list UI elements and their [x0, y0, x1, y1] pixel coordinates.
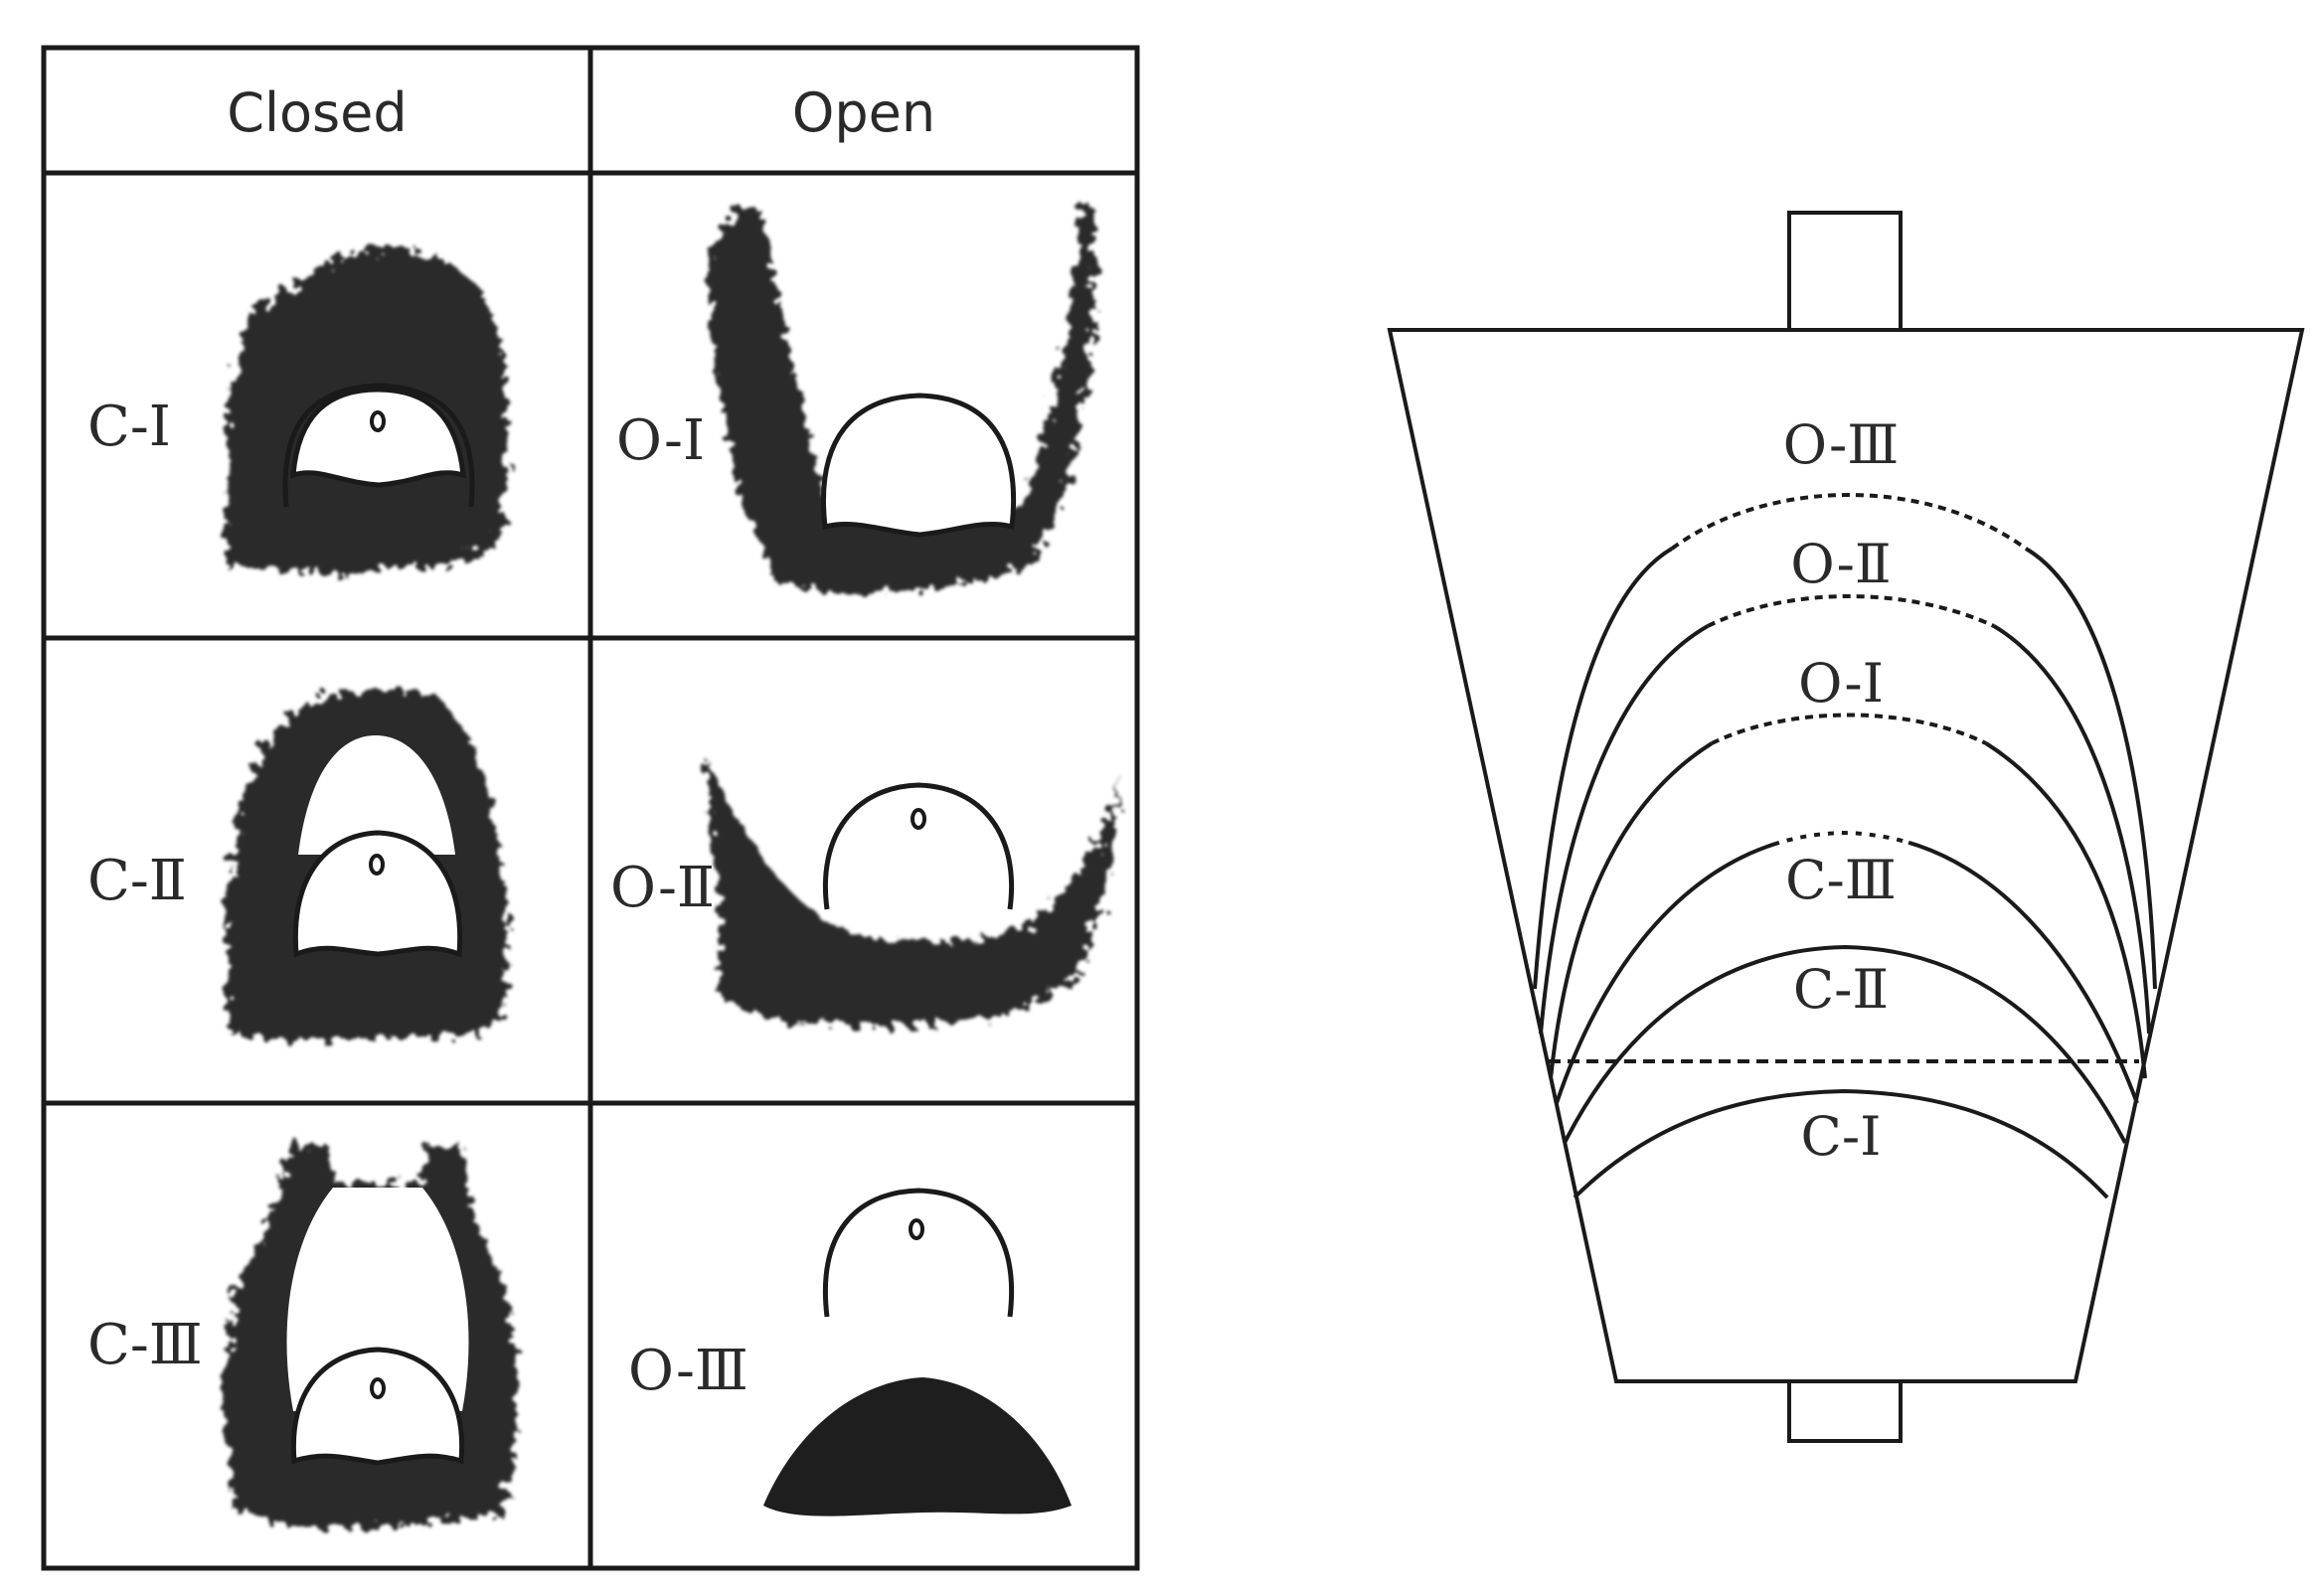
curve-label-c2: C-Ⅱ: [1793, 958, 1889, 1021]
header-closed: Closed: [227, 81, 407, 144]
curve-label-c3: C-Ⅲ: [1785, 849, 1897, 911]
closed-3-label: C-Ⅲ: [87, 1313, 203, 1377]
closed-3-dot: [370, 1377, 386, 1399]
curve-label-o3: O-Ⅲ: [1783, 413, 1900, 476]
cell-open-2: O-Ⅱ: [610, 757, 1121, 1026]
tapered-diagram: [1387, 211, 2305, 1443]
closed-3-opening: [286, 1188, 469, 1411]
curve-label-o1: O-Ⅰ: [1798, 652, 1884, 715]
open-3-label: O-Ⅲ: [628, 1339, 748, 1403]
comparison-table: [41, 45, 1140, 1571]
open-2-dot: [911, 808, 926, 830]
open-1-opening: [821, 393, 1016, 538]
curve-c2: [1563, 944, 2127, 1144]
cell-open-3: O-Ⅲ: [628, 1188, 1072, 1516]
curve-o1-left: [1549, 741, 1714, 1079]
closed-1-arch: [282, 383, 475, 508]
cell-open-1: O-Ⅰ: [616, 204, 1095, 594]
open-3-shadow: [763, 1377, 1072, 1516]
curve-c3-top-dashed: [1778, 829, 1909, 846]
closed-2-upper-opening: [298, 735, 455, 855]
open-2-label: O-Ⅱ: [610, 856, 715, 920]
cell-closed-2: C-Ⅱ: [87, 688, 507, 1041]
cell-closed-1: C-Ⅰ: [87, 248, 507, 574]
open-3-dot: [909, 1218, 924, 1240]
curve-o3-right: [2024, 547, 2157, 990]
curve-label-o2: O-Ⅱ: [1790, 533, 1891, 595]
bottom-connector: [1787, 1379, 1903, 1443]
curve-o2-top-dashed: [1707, 594, 1995, 628]
curve-o2-right: [1992, 624, 2151, 1035]
open-1-shadow: [708, 204, 1095, 594]
curve-o1-right: [1984, 741, 2147, 1079]
closed-2-dot: [369, 854, 385, 876]
cell-closed-3: C-Ⅲ: [87, 1145, 517, 1528]
curve-o1-top-dashed: [1711, 713, 1987, 745]
header-open: Open: [792, 81, 935, 144]
curve-o2-left: [1539, 624, 1709, 1035]
open-1-label: O-Ⅰ: [616, 408, 705, 473]
closed-1-opening: [290, 387, 466, 488]
closed-1-dot: [370, 410, 386, 432]
closed-1-label: C-Ⅰ: [87, 395, 171, 459]
open-2-arch: [823, 782, 1014, 910]
open-3-arch: [823, 1188, 1014, 1318]
curve-o3-top-dashed: [1670, 493, 2028, 551]
closed-2-label: C-Ⅱ: [87, 849, 187, 913]
closed-2-lower-opening: [292, 830, 463, 958]
diagram-labels: O-Ⅲ O-Ⅱ O-Ⅰ C-Ⅲ C-Ⅱ C-Ⅰ: [1783, 413, 1900, 1168]
top-connector: [1787, 211, 1903, 332]
curve-label-c1: C-Ⅰ: [1801, 1105, 1882, 1168]
curve-c3: [1555, 830, 2139, 1104]
open-2-shadow: [706, 757, 1121, 1026]
closed-3-mouth: [290, 1347, 465, 1466]
curve-c1: [1573, 1088, 2109, 1199]
curve-o3-left: [1533, 547, 1674, 990]
